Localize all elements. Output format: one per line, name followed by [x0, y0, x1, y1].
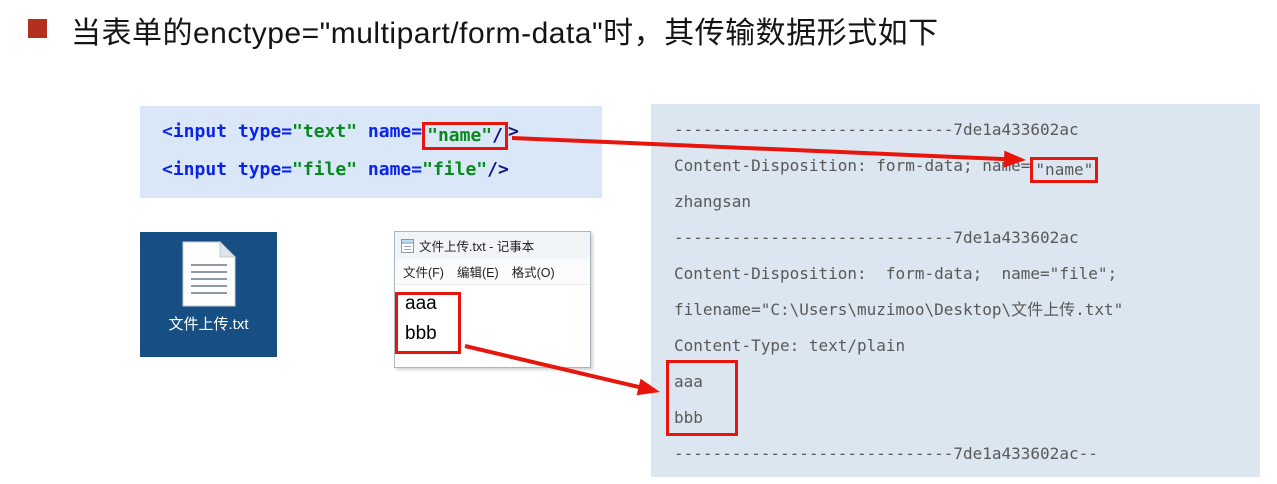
name-value: "name"	[1035, 160, 1094, 179]
notepad-menubar: 文件(F) 编辑(E) 格式(O)	[395, 259, 590, 285]
bullet-square-icon	[28, 19, 47, 38]
menu-item-format: 格式(O)	[511, 266, 555, 280]
document-icon	[182, 240, 236, 307]
file-content-line: bbb	[674, 408, 703, 427]
html-code-snippet-box: <input type="text" name="name"/> <input …	[140, 106, 602, 198]
code-line-input-file: <input type="file" name="file"/>	[162, 151, 602, 189]
code-token-slash: /	[492, 125, 503, 146]
code-token-close: />	[487, 159, 509, 180]
notepad-text-line: aaa	[405, 293, 437, 314]
notepad-icon	[401, 239, 414, 253]
code-token-value: "file"	[422, 159, 488, 180]
desktop-file-icon-tile: 文件上传.txt	[140, 232, 277, 357]
code-token-close: >	[507, 121, 519, 142]
code-token-tag: <input	[162, 121, 238, 142]
file-content-line: aaa	[674, 372, 703, 391]
code-token-attr: type=	[237, 121, 293, 142]
code-token-attr: type=	[237, 159, 293, 180]
highlight-box-name-attribute: "name"/	[422, 122, 508, 150]
content-type-line: Content-Type: text/plain	[674, 336, 906, 355]
code-token-value: "file"	[292, 159, 358, 180]
closing-boundary-line: -----------------------------7de1a433602…	[674, 444, 1098, 463]
menu-item-edit: 编辑(E)	[456, 266, 499, 280]
content-disposition-name-line: Content-Disposition: form-data; name="na…	[674, 148, 1260, 184]
content-disposition-prefix: Content-Disposition: form-data; name=	[674, 156, 1031, 175]
notepad-text-line: bbb	[405, 323, 437, 344]
code-token-attr: name=	[357, 159, 423, 180]
boundary-line: -----------------------------7de1a433602…	[674, 120, 1079, 139]
filename-line: filename="C:\Users\muzimoo\Desktop\文件上传.…	[674, 300, 1124, 319]
code-token-value: "text"	[292, 121, 358, 142]
field-value-line: zhangsan	[674, 192, 752, 211]
menu-item-file: 文件(F)	[403, 266, 444, 280]
notepad-window: 文件上传.txt - 记事本 文件(F) 编辑(E) 格式(O) aaa bbb	[394, 231, 591, 368]
slide-title: 当表单的enctype="multipart/form-data"时，其传输数据…	[71, 17, 939, 50]
title-row: 当表单的enctype="multipart/form-data"时，其传输数据…	[28, 8, 939, 52]
notepad-titlebar: 文件上传.txt - 记事本	[395, 232, 590, 259]
highlight-box-notepad-content	[395, 292, 461, 354]
notepad-window-title: 文件上传.txt - 记事本	[419, 240, 535, 254]
code-token-value: "name"	[427, 125, 493, 146]
content-disposition-file-line: Content-Disposition: form-data; name="fi…	[674, 264, 1118, 283]
boundary-line: -----------------------------7de1a433602…	[674, 228, 1079, 247]
code-line-input-text: <input type="text" name="name"/>	[162, 113, 602, 151]
code-token-tag: <input	[162, 159, 238, 180]
code-token-attr: name=	[357, 121, 423, 142]
multipart-body-panel: -----------------------------7de1a433602…	[651, 104, 1260, 477]
highlight-box-file-content	[666, 360, 738, 436]
file-name-label: 文件上传.txt	[168, 316, 249, 333]
notepad-text-area: aaa bbb	[395, 285, 590, 349]
highlight-box-name-value: "name"	[1030, 157, 1099, 183]
